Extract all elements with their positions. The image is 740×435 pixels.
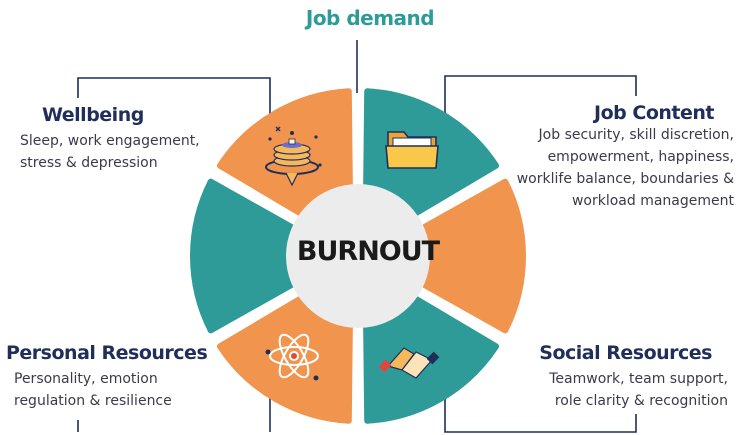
connector-job-content bbox=[444, 75, 637, 118]
job-demand-title: Job demand bbox=[305, 6, 435, 30]
wellbeing-description: Sleep, work engagement, stress & depress… bbox=[20, 130, 200, 174]
job-content-line: empowerment, happiness, bbox=[547, 149, 734, 165]
job-content-line: worklife balance, boundaries & bbox=[516, 171, 734, 187]
connector-social bbox=[444, 392, 637, 433]
job-content-title: Job Content bbox=[594, 102, 714, 124]
job-content-line: Job security, skill discretion, bbox=[538, 127, 734, 143]
pancake-icon bbox=[265, 126, 322, 187]
wellbeing-line: stress & depression bbox=[20, 155, 158, 171]
social-resources-title: Social Resources bbox=[539, 342, 712, 364]
atom-icon bbox=[265, 333, 319, 381]
social-resources-line: role clarity & recognition bbox=[554, 393, 728, 409]
social-resources-description: Teamwork, team support, role clarity & r… bbox=[549, 368, 728, 412]
handshake-icon bbox=[378, 347, 440, 379]
connector-wellbeing bbox=[77, 77, 271, 118]
job-content-description: Job security, skill discretion, empowerm… bbox=[517, 124, 734, 212]
connector-lines bbox=[77, 40, 637, 433]
job-content-line: workload management bbox=[571, 193, 734, 209]
personal-resources-description: Personality, emotion regulation & resili… bbox=[14, 368, 172, 412]
folder-icon bbox=[385, 131, 439, 169]
wellbeing-line: Sleep, work engagement, bbox=[20, 133, 200, 149]
personal-resources-line: Personality, emotion bbox=[14, 371, 158, 387]
wellbeing-title: Wellbeing bbox=[42, 104, 144, 126]
center-circle bbox=[286, 184, 430, 328]
burnout-label: BURNOUT bbox=[296, 236, 440, 267]
personal-resources-title: Personal Resources bbox=[6, 342, 208, 364]
personal-resources-line: regulation & resilience bbox=[14, 393, 172, 409]
social-resources-line: Teamwork, team support, bbox=[549, 371, 728, 387]
